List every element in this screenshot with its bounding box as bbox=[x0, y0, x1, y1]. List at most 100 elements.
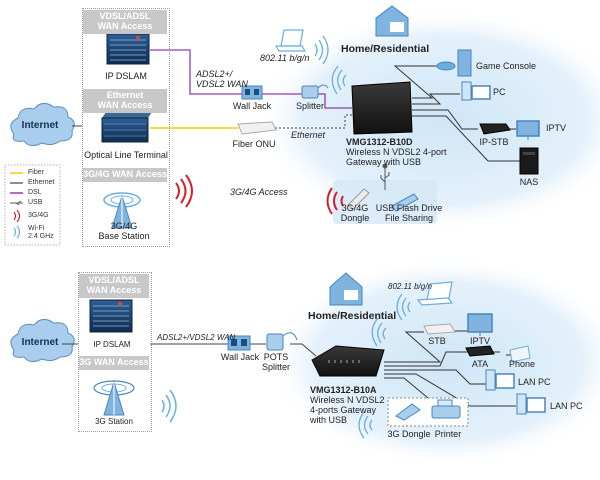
laptop-icon-bottom bbox=[416, 281, 454, 306]
gateway-desc-bottom: Wireless N VDSL2 4-ports Gateway with US… bbox=[310, 395, 385, 425]
client-iptv-label-top: IPTV bbox=[546, 123, 567, 133]
legend-3g4g: 3G/4G bbox=[28, 212, 49, 219]
internet-label-bottom: Internet bbox=[21, 337, 59, 348]
lan-pc-icon-bottom-2 bbox=[516, 393, 546, 415]
client-game-console-label: Game Console bbox=[476, 61, 537, 71]
legend-wifi: Wi-Fi 2.4 GHz bbox=[28, 225, 54, 240]
mobile-signal-dongle-top bbox=[326, 187, 344, 215]
ip-dslam-icon-top bbox=[106, 33, 150, 65]
gateway-model-bottom: VMG1312-B10A bbox=[310, 385, 377, 395]
internet-cloud-icon-bottom bbox=[10, 319, 75, 363]
client-nas-label: NAS bbox=[519, 177, 539, 187]
wan-access-panel-bottom bbox=[78, 272, 152, 432]
wall-jack-label-bottom: Wall Jack bbox=[220, 352, 260, 362]
wan-header-vdsl-bottom: VDSL/ADSL WAN Access bbox=[79, 274, 149, 298]
wan-access-panel-top bbox=[82, 8, 170, 247]
ethernet-links-clients-top bbox=[393, 65, 520, 162]
wifi-waves-laptop-bottom bbox=[396, 293, 411, 321]
ethernet-link-onu-gateway-top bbox=[275, 114, 352, 129]
client-ata-label: ATA bbox=[471, 359, 489, 369]
client-stb-label: STB bbox=[428, 336, 446, 346]
printer-label-bottom: Printer bbox=[434, 429, 462, 439]
house-icon-top bbox=[375, 5, 409, 37]
laptop-icon-top bbox=[274, 29, 307, 52]
dongle-icon-top bbox=[347, 188, 370, 210]
lan-pc-icon-bottom-1 bbox=[485, 369, 515, 391]
legend-box-top bbox=[4, 164, 61, 246]
wan-header-ethernet-top: Ethernet WAN Access bbox=[83, 89, 167, 113]
client-iptv-label-bottom: IPTV bbox=[469, 336, 491, 346]
splitter-icon-top bbox=[301, 84, 329, 99]
legend-fiber: Fiber bbox=[28, 169, 44, 176]
wifi-waves-usb-bottom bbox=[358, 411, 373, 439]
wifi-standard-label-bottom: 802.11 b/g/n bbox=[388, 282, 432, 291]
wan-header-3g4g-top: 3G/4G WAN Access bbox=[83, 168, 167, 182]
pc-icon-top bbox=[461, 81, 491, 101]
splitter-label-top: Splitter bbox=[295, 101, 325, 111]
fiber-onu-label-top: Fiber ONU bbox=[232, 139, 276, 149]
gateway-model-top: VMG1312-B10D bbox=[346, 137, 413, 147]
iptv-icon-top bbox=[516, 120, 540, 140]
gateway-router-icon-top bbox=[351, 81, 413, 135]
ip-dslam-label-bottom: IP DSLAM bbox=[93, 340, 131, 349]
house-icon-bottom bbox=[329, 272, 363, 306]
ip-dslam-icon-bottom bbox=[89, 299, 133, 333]
base-station-label-top: 3G/4G Base Station bbox=[98, 221, 150, 241]
usb-flash-drive-icon-top bbox=[391, 193, 419, 212]
ata-icon-bottom bbox=[465, 345, 495, 357]
ip-stb-icon-top bbox=[479, 123, 511, 135]
optical-line-terminal-icon-top bbox=[101, 112, 152, 143]
iptv-icon-bottom bbox=[467, 313, 493, 336]
home-residential-label-bottom: Home/Residential bbox=[308, 310, 397, 322]
legend-usb: USB bbox=[28, 199, 43, 206]
wall-jack-label-top: Wall Jack bbox=[232, 101, 272, 111]
legend-dsl: DSL bbox=[28, 189, 42, 196]
base-station-icon-top bbox=[103, 192, 141, 229]
dongle-label-top: 3G/4G Dongle bbox=[340, 203, 370, 223]
fiber-onu-icon-top bbox=[237, 121, 277, 135]
home-zone-top bbox=[255, 8, 600, 232]
client-pc-label-top: PC bbox=[493, 87, 506, 97]
home-residential-label-top: Home/Residential bbox=[341, 43, 430, 55]
client-ip-stb-label: IP-STB bbox=[479, 137, 509, 147]
phone-icon-bottom bbox=[509, 345, 531, 363]
printer-icon-bottom bbox=[431, 399, 461, 419]
ip-dslam-label-top: IP DSLAM bbox=[105, 71, 147, 81]
wifi-waves-3g-station-bottom bbox=[161, 389, 177, 423]
dsl-link-label-bottom: ADSL2+/VDSL2 WAN bbox=[157, 333, 236, 342]
dsl-link-top bbox=[150, 49, 242, 95]
pots-splitter-label-bottom: POTS Splitter bbox=[261, 352, 291, 372]
olt-label-top: Optical Line Terminal bbox=[84, 150, 168, 160]
game-console-icon-top bbox=[436, 49, 472, 77]
client-phone-label: Phone bbox=[508, 359, 536, 369]
internet-cloud-icon-top bbox=[10, 103, 75, 147]
dsl-link-splitter-gateway-top bbox=[318, 93, 352, 109]
mobile-access-label-top: 3G/4G Access bbox=[230, 187, 288, 197]
internet-label-top: Internet bbox=[21, 120, 59, 131]
dongle-icon-bottom bbox=[395, 403, 421, 421]
mobile-signal-icon-top bbox=[175, 174, 193, 208]
wan-header-3g-bottom: 3G WAN Access bbox=[79, 356, 149, 370]
dongle-label-bottom: 3G Dongle bbox=[387, 429, 431, 439]
client-lan-pc-label-2: LAN PC bbox=[550, 401, 583, 411]
wifi-waves-gateway-bottom bbox=[371, 317, 387, 347]
gateway-router-icon-bottom bbox=[311, 345, 385, 377]
wan-header-vdsl-top: VDSL/ADSL WAN Access bbox=[83, 10, 167, 34]
nas-icon-top bbox=[519, 147, 539, 175]
gateway-desc-top: Wireless N VDSL2 4-port Gateway with USB bbox=[346, 147, 447, 167]
dsl-link-label-top: ADSL2+/ VDSL2 WAN bbox=[196, 69, 248, 89]
wifi-standard-label-top: 802.11 b/g/n bbox=[260, 53, 310, 63]
usb-symbol-icon-top bbox=[380, 163, 390, 190]
wall-jack-icon-top bbox=[241, 85, 263, 100]
wall-jack-icon-bottom bbox=[227, 335, 251, 351]
client-lan-pc-label-1: LAN PC bbox=[518, 377, 551, 387]
usb-flash-drive-label-top: USB Flash Drive File Sharing bbox=[375, 203, 443, 223]
3g-station-label-bottom: 3G Station bbox=[95, 417, 133, 426]
3g-station-icon-bottom bbox=[93, 380, 135, 416]
stb-icon-bottom bbox=[423, 323, 456, 335]
dsl-link-splitter-gateway-bottom bbox=[290, 343, 317, 357]
wifi-waves-laptop-top bbox=[314, 35, 329, 65]
legend-ethernet: Ethernet bbox=[28, 179, 55, 186]
pots-splitter-icon-bottom bbox=[266, 332, 298, 351]
